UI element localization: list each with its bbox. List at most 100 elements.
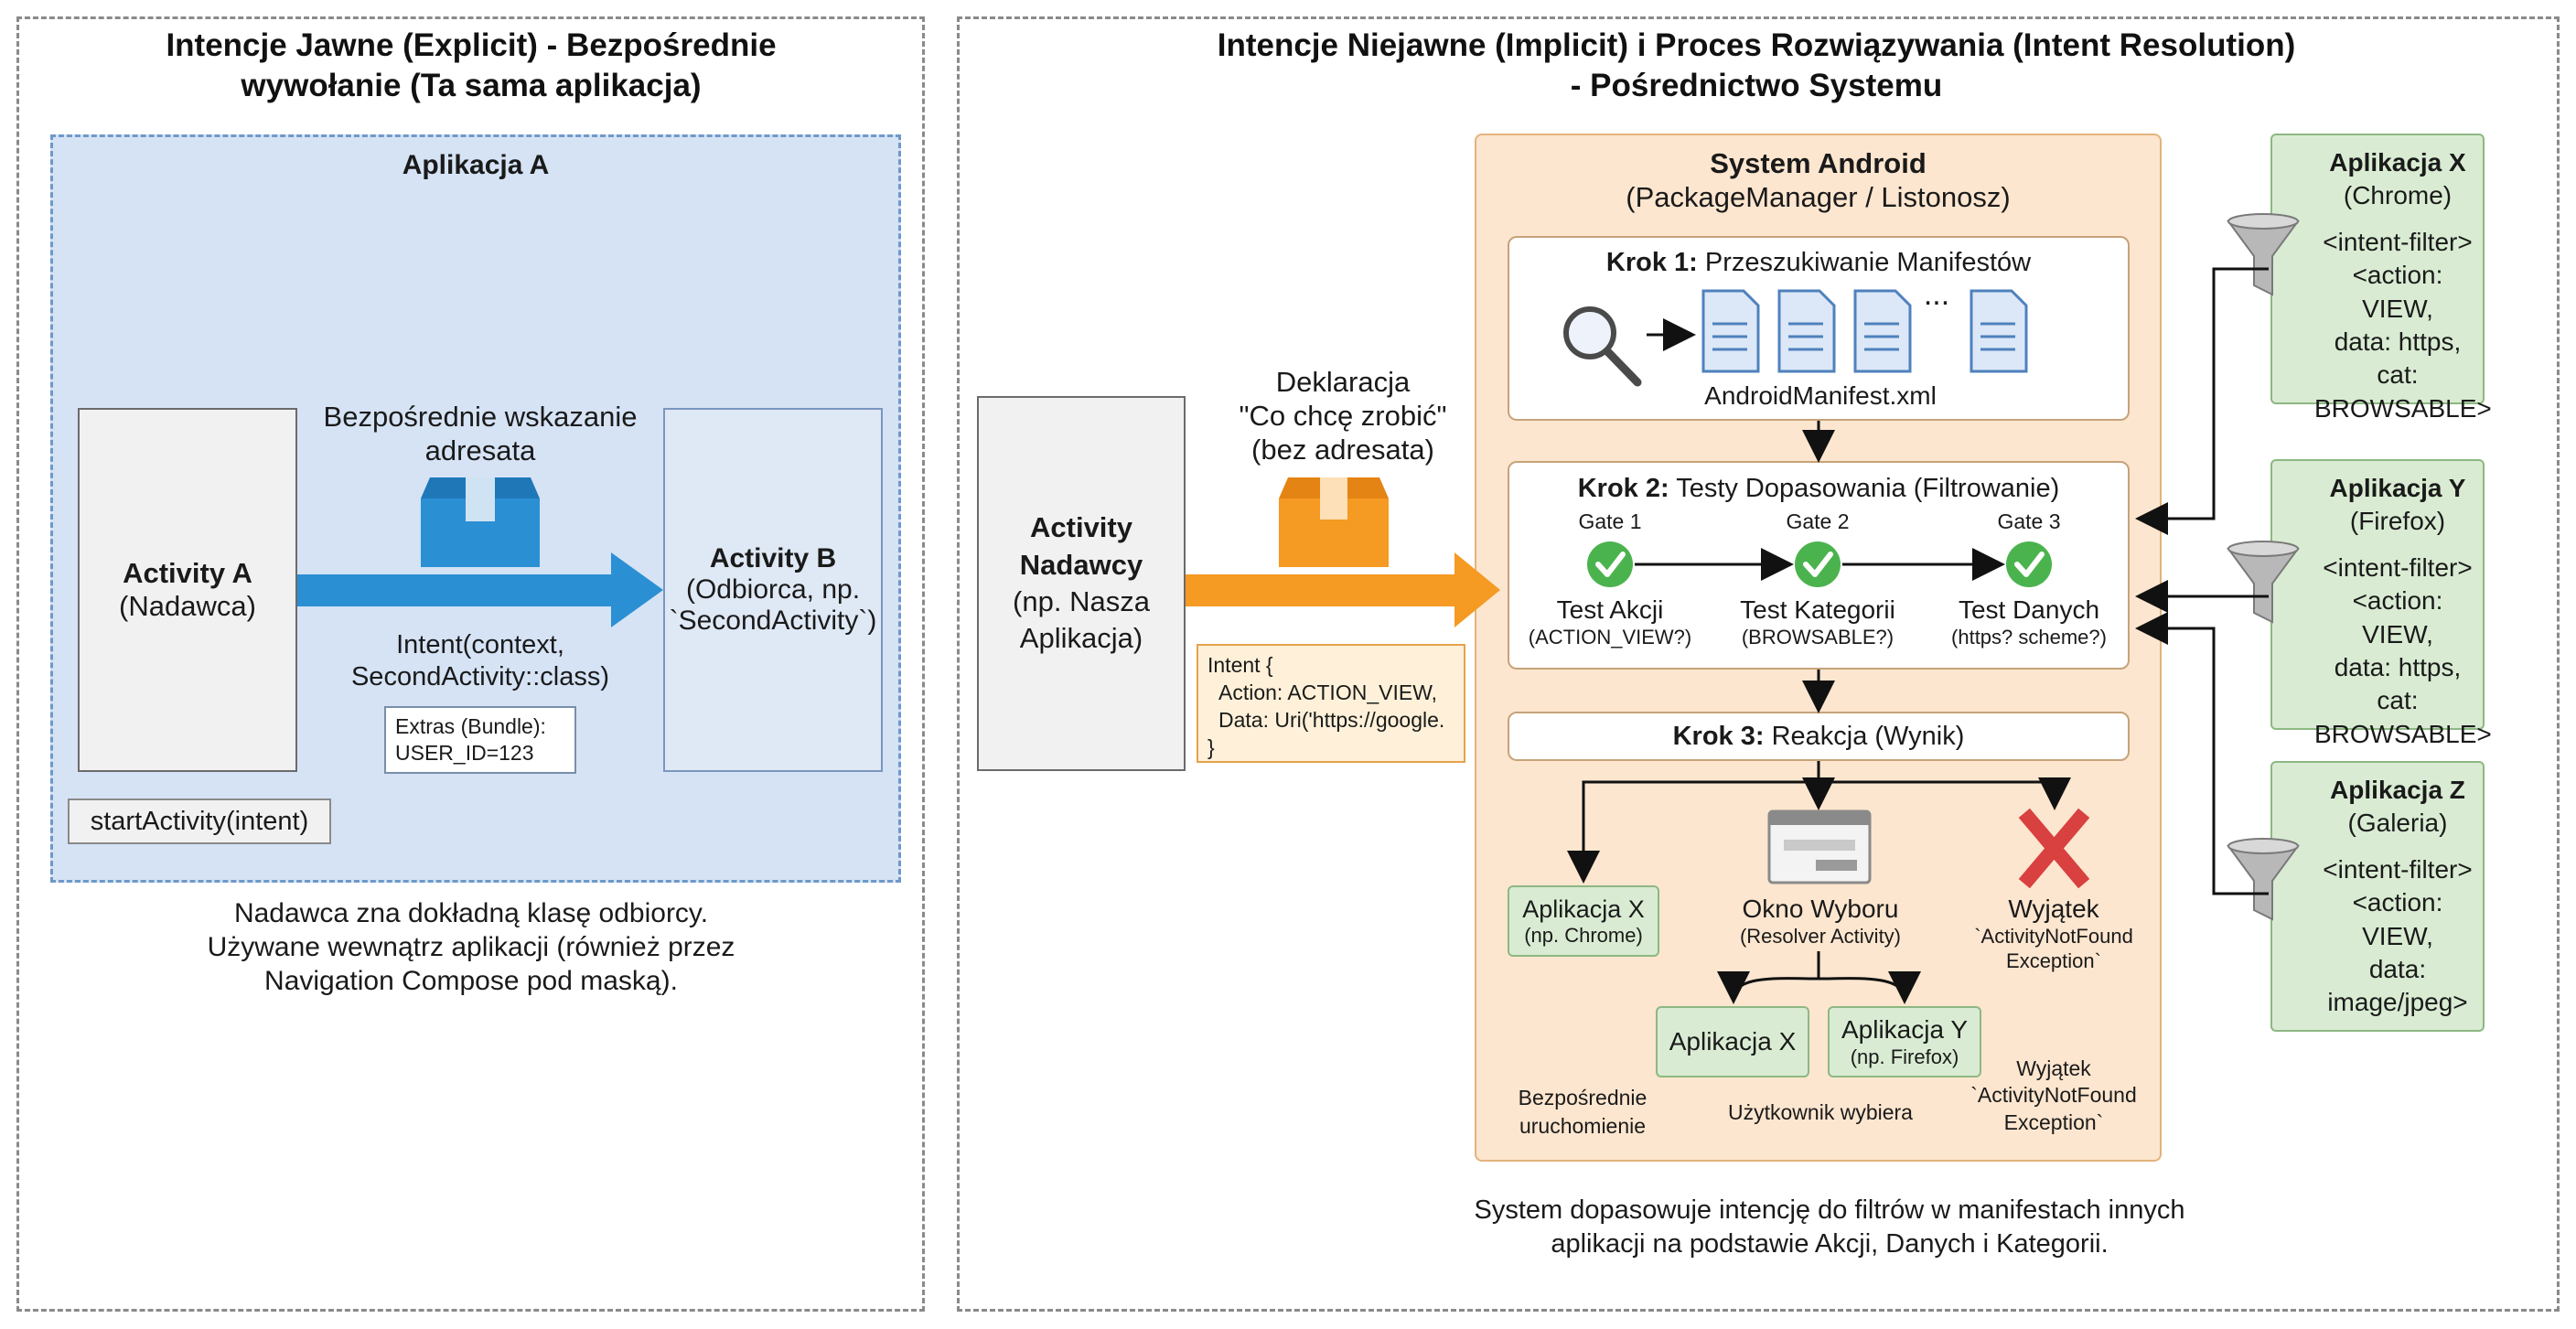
app-y-sub: (Firefox) <box>2349 507 2446 536</box>
activity-b-name: Activity B <box>709 543 837 573</box>
exception-line3: Exception` <box>2006 949 2101 972</box>
choice-app-x: Aplikacja X <box>1656 1006 1809 1077</box>
sender-line3: (np. Nasza <box>1013 585 1150 617</box>
activity-a-name: Activity A <box>123 557 252 589</box>
direct-address-line1: Bezpośrednie wskazanie <box>323 401 638 433</box>
explicit-title-line1: Intencje Jawne (Explicit) - Bezpośrednie <box>166 27 777 63</box>
app-x-filter-3: BROWSABLE> <box>2314 393 2492 423</box>
system-subtitle: (PackageManager / Listonosz) <box>1626 181 2011 213</box>
extras-line2: USER_ID=123 <box>395 740 534 765</box>
gate-test-1-detail: (ACTION_VIEW?) <box>1528 625 1692 648</box>
manifest-filename: AndroidManifest.xml <box>1704 381 1937 410</box>
android-system-title: System Android (PackageManager / Listono… <box>1500 146 2136 214</box>
direct-address-label: Bezpośrednie wskazanie adresata <box>302 400 659 467</box>
app-x-name: Aplikacja X <box>2329 148 2466 177</box>
intent-note-line1: Intent { <box>1208 653 1273 677</box>
bottom-user-choice-label: Użytkownik wybiera <box>1728 1100 1913 1124</box>
app-y-filter-3: BROWSABLE> <box>2314 719 2492 748</box>
result-app-x-name: Aplikacja X <box>1522 895 1645 923</box>
implicit-caption: System dopasowuje intencję do filtrów w … <box>1372 1194 2287 1261</box>
choice-app-y-name: Aplikacja Y <box>1841 1015 1968 1044</box>
manifest-ellipsis: ... <box>1923 277 1950 312</box>
sender-line1: Activity <box>1030 511 1132 544</box>
activity-b-role-2: `SecondActivity`) <box>669 606 877 636</box>
gate-test-1-name: Test Akcji <box>1556 595 1664 624</box>
sender-line2: Nadawcy <box>1019 548 1143 581</box>
step3-bold: Krok 3: <box>1672 722 1765 751</box>
declaration-line1: Deklaracja <box>1275 366 1411 398</box>
gate-test-3-name: Test Danych <box>1958 595 2100 624</box>
chooser-line1: Okno Wyboru <box>1742 895 1899 923</box>
implicit-caption-line1: System dopasowuje intencję do filtrów w … <box>1474 1195 2185 1225</box>
step3-text: Reakcja (Wynik) <box>1764 722 1965 751</box>
result-app-x: Aplikacja X (np. Chrome) <box>1508 885 1659 957</box>
app-y-card-text: Aplikacja Y (Firefox) <intent-filter> <a… <box>2314 472 2492 751</box>
intent-note-line4: } <box>1208 734 1215 759</box>
app-x-card-text: Aplikacja X (Chrome) <intent-filter> <ac… <box>2314 146 2492 425</box>
explicit-panel <box>16 16 925 1312</box>
declaration-line3: (bez adresata) <box>1251 434 1434 466</box>
implicit-title-line2: - Pośrednictwo Systemu <box>1570 68 1943 103</box>
direct-address-line2: adresata <box>424 434 536 467</box>
exception-line1: Wyjątek <box>2008 895 2099 923</box>
gate-label-1: Gate 1 <box>1578 509 1642 533</box>
explicit-intent-label: Intent(context, SecondActivity::class) <box>311 629 649 693</box>
app-z-filter: <intent-filter> <box>2323 854 2473 884</box>
bottom-direct-label: Bezpośrednie uruchomienie <box>1500 1084 1665 1141</box>
step2-text: Testy Dopasowania (Filtrowanie) <box>1669 474 2060 503</box>
explicit-intent-line1: Intent(context, <box>396 630 564 659</box>
bottom-exception-line3: Exception` <box>2003 1109 2104 1134</box>
bottom-direct-line1: Bezpośrednie <box>1518 1086 1648 1109</box>
step1-text: Przeszukiwanie Manifestów <box>1697 248 2032 277</box>
intent-note-line2: Action: ACTION_VIEW, <box>1218 680 1438 704</box>
sender-line4: Aplikacja) <box>1019 622 1143 655</box>
implicit-title: Intencje Niejawne (Implicit) i Proces Ro… <box>1061 26 2452 106</box>
app-z-filter-2: data: image/jpeg> <box>2327 954 2468 1017</box>
choice-app-y-sub: (np. Firefox) <box>1850 1045 1959 1068</box>
choice-app-x-name: Aplikacja X <box>1669 1027 1797 1056</box>
app-z-sub: (Galeria) <box>2347 809 2448 838</box>
chooser-label: Okno Wyboru (Resolver Activity) <box>1701 894 1939 949</box>
app-y-filter-2: data: https, cat: <box>2334 652 2462 715</box>
app-y-filter: <intent-filter> <box>2323 552 2473 582</box>
step3-title: Krok 3: Reakcja (Wynik) <box>1508 721 2130 753</box>
gate-test-3-detail: (https? scheme?) <box>1951 625 2107 648</box>
app-x-filter: <intent-filter> <box>2323 227 2473 256</box>
declaration-label: Deklaracja "Co chcę zrobić" (bez adresat… <box>1206 365 1480 466</box>
extras-line1: Extras (Bundle): <box>395 714 546 738</box>
activity-b-role-1: (Odbiorca, np. <box>685 574 861 605</box>
bottom-exception-line1: Wyjątek <box>2016 1056 2091 1080</box>
extras-note: Extras (Bundle): USER_ID=123 <box>384 706 576 774</box>
app-z-name: Aplikacja Z <box>2330 776 2465 804</box>
app-z-filter-1: <action: VIEW, <box>2352 888 2443 950</box>
app-y-card <box>2270 459 2485 730</box>
gate-label-3: Gate 3 <box>1997 509 2061 533</box>
system-title: System Android <box>1710 147 1927 179</box>
implicit-title-line1: Intencje Niejawne (Implicit) i Proces Ro… <box>1217 27 2296 63</box>
app-x-filter-2: data: https, cat: <box>2334 327 2462 390</box>
gate-test-3: Test Danych (https? scheme?) <box>1919 595 2139 649</box>
gate-test-1: Test Akcji (ACTION_VIEW?) <box>1500 595 1720 649</box>
gate-test-2: Test Kategorii (BROWSABLE?) <box>1708 595 1927 649</box>
sender-activity-box: Activity Nadawcy (np. Nasza Aplikacja) <box>977 396 1186 771</box>
bottom-exception-line2: `ActivityNotFound <box>1970 1083 2137 1108</box>
implicit-panel <box>957 16 2560 1312</box>
gate-test-2-name: Test Kategorii <box>1740 595 1895 624</box>
explicit-caption-line3: Navigation Compose pod maską). <box>264 966 678 996</box>
application-a-label: Aplikacja A <box>402 150 550 180</box>
app-z-card-text: Aplikacja Z (Galeria) <intent-filter> <a… <box>2314 774 2481 1020</box>
activity-a-role: (Nadawca) <box>119 590 256 622</box>
step1-bold: Krok 1: <box>1605 248 1698 277</box>
bottom-direct-line2: uruchomienie <box>1519 1114 1647 1139</box>
intent-note-line3: Data: Uri('https://google. <box>1218 707 1445 732</box>
exception-line2: `ActivityNotFound <box>1974 925 2133 949</box>
step2-bold: Krok 2: <box>1577 474 1669 503</box>
app-x-filter-1: <action: VIEW, <box>2352 261 2443 323</box>
app-y-name: Aplikacja Y <box>2329 474 2466 502</box>
declaration-line2: "Co chcę zrobić" <box>1239 400 1447 432</box>
step1-title: Krok 1: Przeszukiwanie Manifestów <box>1508 247 2130 279</box>
bottom-exception-label: Wyjątek `ActivityNotFound Exception` <box>1948 1056 2159 1136</box>
explicit-caption-line1: Nadawca zna dokładną klasę odbiorcy. <box>233 898 709 928</box>
start-activity-call: startActivity(intent) <box>68 798 331 844</box>
app-y-filter-1: <action: VIEW, <box>2352 586 2443 648</box>
